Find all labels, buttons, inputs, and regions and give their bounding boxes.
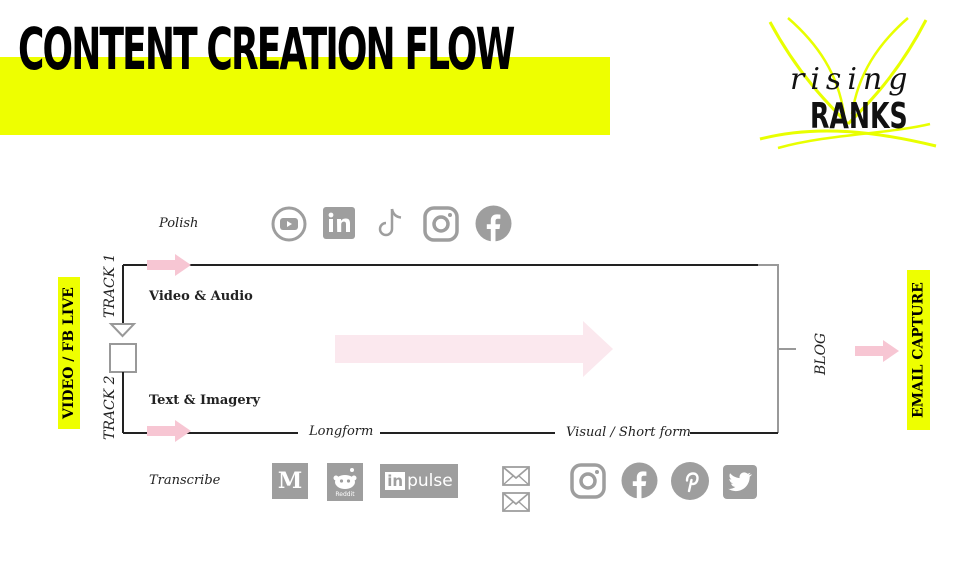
track2-line-c xyxy=(690,432,778,434)
right-connector xyxy=(777,264,779,433)
blog-label: BLOG xyxy=(813,332,829,375)
medium-icon: M xyxy=(272,463,308,499)
page-title: CONTENT CREATION FLOW xyxy=(18,15,515,83)
logo-script: rising xyxy=(790,62,914,97)
logo xyxy=(758,14,938,154)
longform-label: Longform xyxy=(309,424,374,439)
text-imagery-label: Text & Imagery xyxy=(149,393,261,408)
inpulse-icon: in pulse xyxy=(380,464,458,498)
visual-short-label: Visual / Short form xyxy=(566,425,691,440)
inpulse-in: in xyxy=(385,472,406,490)
source-label: VIDEO / FB LIVE xyxy=(58,277,80,429)
track1-label: TRACK 1 xyxy=(102,253,118,318)
track2-arrow xyxy=(147,420,191,442)
twitter-icon xyxy=(723,465,757,499)
facebook-icon xyxy=(621,462,658,499)
pinterest-icon xyxy=(670,461,710,501)
medium-icon-letter: M xyxy=(277,468,303,494)
logo-strokes xyxy=(759,17,937,150)
email-capture-text: EMAIL CAPTURE xyxy=(910,282,927,418)
email-capture-label: EMAIL CAPTURE xyxy=(907,270,930,430)
facebook-icon xyxy=(475,205,512,242)
logo-wordmark: RANKS xyxy=(810,96,908,137)
connector-lower xyxy=(122,372,124,433)
instagram-icon xyxy=(423,206,459,242)
track1-line-end xyxy=(758,264,778,266)
youtube-icon xyxy=(271,206,307,242)
title-band xyxy=(0,57,610,135)
video-audio-label: Video & Audio xyxy=(149,289,253,304)
split-node xyxy=(106,322,140,378)
reddit-icon: Reddit xyxy=(327,463,363,501)
reddit-icon-text: Reddit xyxy=(335,490,355,498)
transcribe-label: Transcribe xyxy=(149,473,221,488)
connector-upper xyxy=(122,265,124,323)
flow-arrow xyxy=(335,321,615,377)
track2-label: TRACK 2 xyxy=(102,375,118,440)
tiktok-icon xyxy=(374,206,408,242)
track1-line xyxy=(123,264,758,266)
polish-label: Polish xyxy=(159,216,199,231)
inpulse-text: pulse xyxy=(407,471,453,491)
blog-connector xyxy=(778,348,796,350)
linkedin-icon xyxy=(322,206,356,240)
track2-line-b xyxy=(380,432,555,434)
track2-line-a xyxy=(123,432,298,434)
email-arrow xyxy=(855,340,899,362)
email-icon xyxy=(501,465,531,513)
instagram-icon xyxy=(570,463,606,499)
track1-arrow xyxy=(147,254,191,276)
source-label-text: VIDEO / FB LIVE xyxy=(61,287,77,419)
